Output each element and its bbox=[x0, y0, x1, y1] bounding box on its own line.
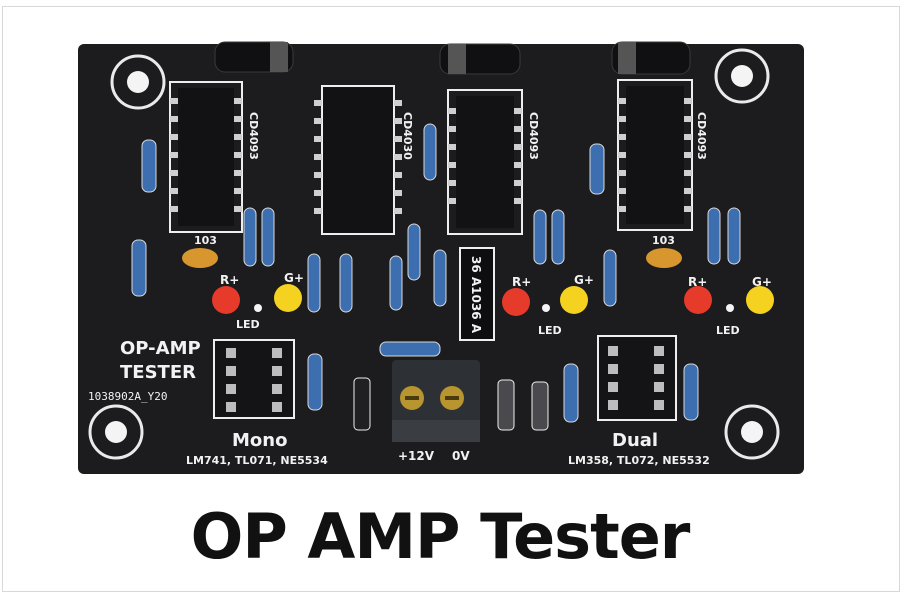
ceramic-capacitor bbox=[182, 248, 218, 268]
power-positive-label: +12V bbox=[398, 449, 435, 463]
ic-socket-mono bbox=[213, 339, 295, 419]
ic-label: CD4093 bbox=[247, 112, 260, 160]
red-led bbox=[212, 286, 240, 314]
resistor bbox=[533, 209, 547, 265]
led-label: LED bbox=[538, 324, 562, 337]
terminal-block bbox=[392, 360, 480, 442]
ic-chip bbox=[169, 81, 243, 233]
ic-chip bbox=[314, 85, 402, 235]
caption-title: OP AMP Tester bbox=[190, 500, 691, 573]
resistor bbox=[379, 341, 441, 357]
ic-socket-dual bbox=[597, 335, 677, 421]
yellow-led bbox=[746, 286, 774, 314]
electrolytic-capacitor bbox=[439, 43, 521, 75]
capacitor-label: 103 bbox=[652, 234, 675, 247]
resistor bbox=[423, 123, 437, 181]
resistor bbox=[433, 249, 447, 307]
mount-hole bbox=[724, 404, 780, 460]
ceramic-capacitor bbox=[646, 248, 682, 268]
power-ground-label: 0V bbox=[452, 449, 470, 463]
part-number: 1038902A_Y20 bbox=[88, 390, 167, 403]
resistor bbox=[727, 207, 741, 265]
ic-label: CD4093 bbox=[527, 112, 540, 160]
yellow-led bbox=[274, 284, 302, 312]
board-title: OP-AMP bbox=[120, 338, 201, 359]
electrolytic-capacitor bbox=[214, 41, 294, 73]
resistor bbox=[141, 139, 157, 193]
resistor bbox=[307, 253, 321, 313]
image-frame bbox=[2, 6, 900, 592]
resistor bbox=[551, 209, 565, 265]
yellow-led bbox=[560, 286, 588, 314]
film-capacitor: 36 A1036 A bbox=[459, 247, 495, 341]
red-led bbox=[684, 286, 712, 314]
resistor bbox=[589, 143, 605, 195]
resistor bbox=[261, 207, 275, 267]
led-rplus-label: R+ bbox=[512, 275, 531, 289]
led-rplus-label: R+ bbox=[688, 275, 707, 289]
ic-chip bbox=[447, 89, 523, 235]
mount-hole bbox=[88, 404, 144, 460]
ic-label: CD4030 bbox=[401, 112, 414, 160]
dual-chips: LM358, TL072, NE5532 bbox=[568, 454, 710, 467]
resistor bbox=[563, 363, 579, 423]
board-title: TESTER bbox=[120, 362, 196, 383]
mount-hole bbox=[110, 54, 166, 110]
resistor bbox=[131, 239, 147, 297]
resistor bbox=[707, 207, 721, 265]
resistor bbox=[603, 249, 617, 307]
led-gplus-label: G+ bbox=[752, 275, 772, 289]
svg-text:36 A1036 A: 36 A1036 A bbox=[469, 256, 483, 334]
capacitor-label: 103 bbox=[194, 234, 217, 247]
red-led bbox=[502, 288, 530, 316]
resistor bbox=[389, 255, 403, 311]
ic-chip bbox=[617, 79, 693, 231]
led-label: LED bbox=[716, 324, 740, 337]
diode bbox=[497, 379, 515, 431]
led-gplus-label: G+ bbox=[284, 271, 304, 285]
led-rplus-label: R+ bbox=[220, 273, 239, 287]
mono-label: Mono bbox=[232, 430, 287, 451]
dual-label: Dual bbox=[612, 430, 658, 451]
mount-hole bbox=[714, 48, 770, 104]
resistor bbox=[683, 363, 699, 421]
led-label: LED bbox=[236, 318, 260, 331]
mono-chips: LM741, TL071, NE5534 bbox=[186, 454, 328, 467]
resistor bbox=[339, 253, 353, 313]
resistor bbox=[407, 223, 421, 281]
led-gplus-label: G+ bbox=[574, 273, 594, 287]
resistor bbox=[243, 207, 257, 267]
ic-label: CD4093 bbox=[695, 112, 708, 160]
resistor bbox=[307, 353, 323, 411]
electrolytic-capacitor bbox=[611, 41, 691, 75]
diode bbox=[531, 381, 549, 431]
diode bbox=[353, 377, 371, 431]
